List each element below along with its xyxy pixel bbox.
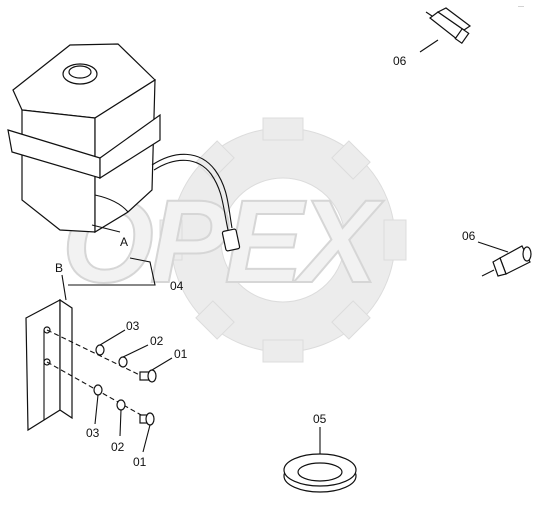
bolt-01-lower bbox=[139, 412, 155, 426]
callout-04: 04 bbox=[170, 279, 184, 293]
callout-01-lower: 01 bbox=[133, 455, 147, 469]
callout-05: 05 bbox=[313, 412, 327, 426]
grommet bbox=[283, 453, 357, 493]
washer-02-upper bbox=[118, 356, 128, 368]
washer-03-upper bbox=[95, 344, 105, 356]
callout-02-lower: 02 bbox=[111, 440, 125, 454]
callout-06-top: 06 bbox=[393, 54, 407, 68]
callout-02-upper: 02 bbox=[150, 334, 164, 348]
callout-03-lower: 03 bbox=[86, 426, 100, 440]
mounting-bracket bbox=[25, 298, 73, 432]
washer-pump-top bbox=[425, 7, 472, 45]
bolt-01-upper bbox=[139, 369, 157, 383]
washer-pump-right bbox=[481, 245, 532, 277]
callout-01-upper: 01 bbox=[174, 347, 188, 361]
gear-icon bbox=[159, 117, 407, 363]
lower-fastener-set bbox=[93, 384, 155, 426]
washer-02-lower bbox=[116, 399, 126, 411]
callout-view-a: A bbox=[120, 235, 128, 249]
washer-bottle bbox=[7, 43, 241, 252]
callout-03-upper: 03 bbox=[126, 319, 140, 333]
callout-06-right: 06 bbox=[462, 229, 476, 243]
callout-view-b: B bbox=[55, 261, 63, 275]
corner-mark: — bbox=[518, 4, 524, 10]
upper-fastener-set bbox=[95, 344, 157, 383]
washer-03-lower bbox=[93, 384, 103, 396]
